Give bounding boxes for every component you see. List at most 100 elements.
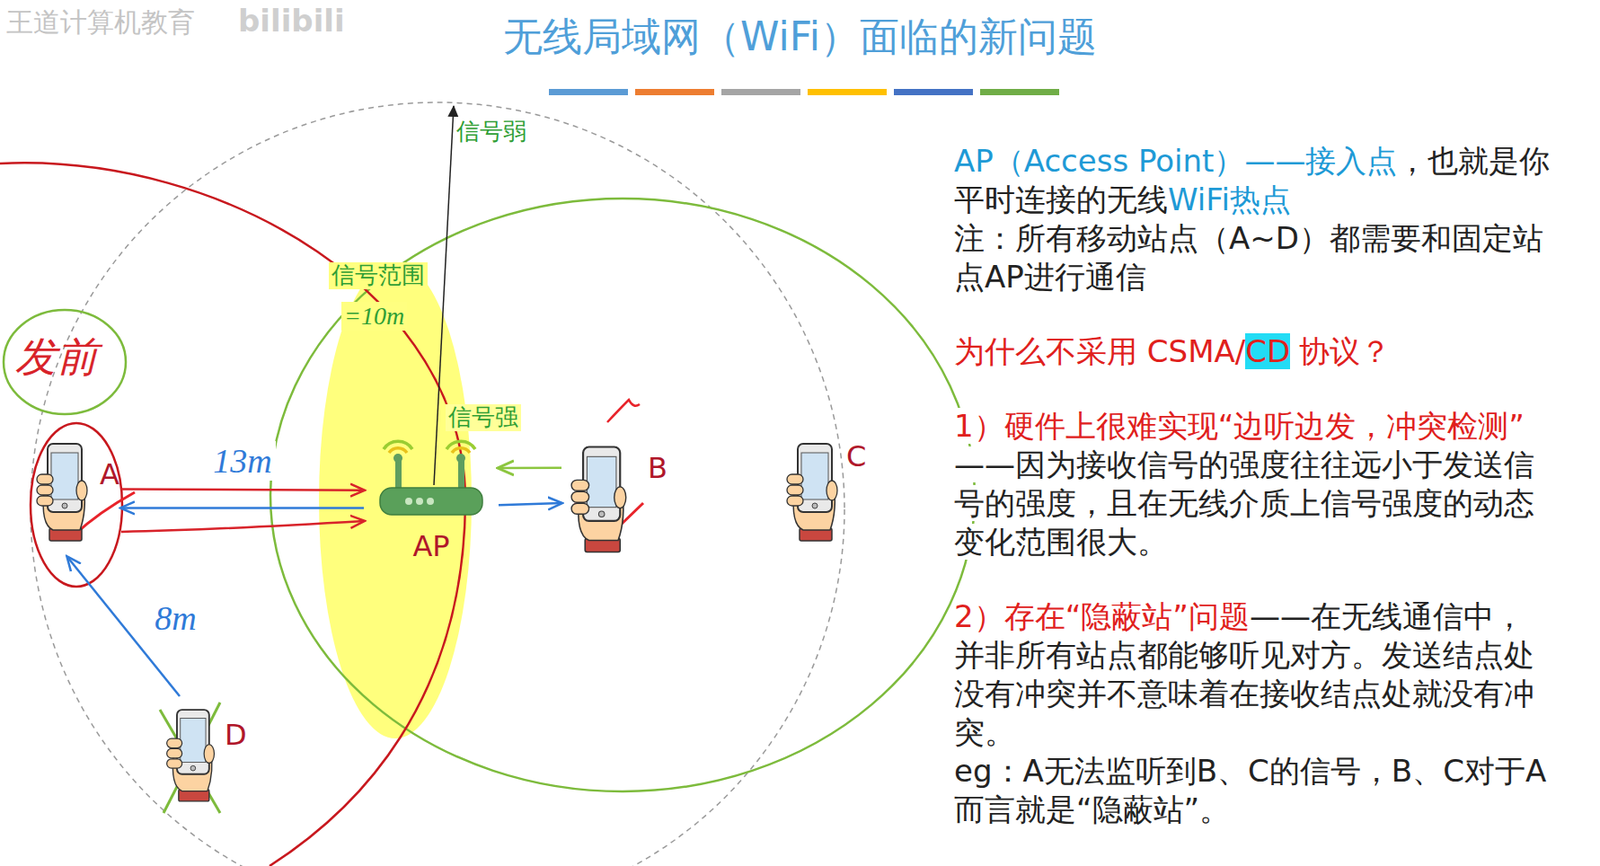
drawing-part	[812, 503, 818, 509]
drawing-part	[598, 511, 605, 518]
note-text: 协议？	[1299, 333, 1391, 370]
signal-connector	[121, 506, 364, 510]
drawing-part	[826, 480, 838, 501]
drawing-part	[405, 497, 413, 505]
note-text: AP（Access Point）——接入点	[954, 142, 1397, 179]
color-bar	[807, 88, 887, 96]
drawing-part	[167, 759, 183, 769]
drawing-part	[426, 497, 434, 505]
node-label: AP	[412, 530, 450, 564]
access-point-node: AP	[363, 438, 499, 587]
color-bar	[893, 88, 973, 96]
note-text: 为什么不采用 CSMA/	[954, 333, 1246, 370]
phone-drawing	[786, 443, 838, 541]
phone-node: A	[31, 431, 122, 557]
drawing-part	[446, 441, 476, 450]
note-text: 2）存在“隐蔽站”问题	[954, 598, 1250, 635]
drawing-part	[393, 453, 403, 463]
drawing-part	[51, 452, 79, 500]
hand-circle	[30, 423, 123, 587]
phone-node: C	[781, 431, 872, 557]
drawing-part	[36, 495, 54, 506]
drawing-part	[395, 458, 402, 491]
drawing-part	[571, 479, 590, 491]
hand-mark	[607, 399, 640, 423]
node-label: A	[99, 458, 120, 492]
phone-icon	[31, 438, 95, 547]
hand-drawn-range	[270, 198, 975, 792]
drawing-part	[786, 485, 804, 496]
hand-arrow	[121, 521, 364, 532]
drawing-part	[801, 452, 829, 500]
distance-label: 8m	[150, 598, 200, 638]
signal-connector	[121, 488, 364, 490]
paragraph: 1）硬件上很难实现“边听边发，冲突检测”——因为接收信号的强度往往远小于发送信号…	[954, 406, 1555, 562]
color-bar	[721, 88, 801, 96]
drawing-part	[61, 503, 68, 509]
drawing-part	[36, 485, 54, 496]
drawing-part	[167, 748, 183, 758]
note-text: 1）硬件上很难实现“边听边发，冲突检测”	[954, 407, 1525, 444]
paragraph: 注：所有移动站点（A~D）都需要和固定站点AP进行通信	[954, 219, 1555, 297]
phone-icon	[561, 441, 638, 558]
color-bar	[635, 88, 715, 96]
annotation-label: 发前	[12, 334, 101, 382]
signal-connector	[498, 503, 562, 505]
phone-drawing	[571, 447, 627, 553]
node-label: B	[647, 451, 668, 486]
drawing-part	[586, 456, 617, 507]
drawing-part	[190, 765, 196, 771]
drawing-part	[383, 441, 413, 450]
drawing-part	[167, 738, 183, 748]
note-text: 注：所有移动站点（A~D）都需要和固定站点AP进行通信	[954, 220, 1544, 295]
annotation-label: 信号范围	[328, 262, 428, 290]
drawing-part	[614, 486, 627, 509]
drawing-part	[786, 495, 804, 506]
drawing-part	[180, 718, 206, 763]
drawing-part	[203, 744, 214, 764]
drawing-part	[456, 453, 466, 463]
phone-node: B	[561, 433, 679, 560]
node-label: C	[846, 440, 867, 474]
drawing-part	[76, 480, 88, 501]
text-column: AP（Access Point）——接入点，也就是你平时连接的无线WiFi热点 …	[954, 141, 1555, 830]
note-text: CD	[1245, 333, 1291, 370]
annotation-label: bilibili	[235, 3, 348, 39]
paragraph: eg：A无法监听到B、C的信号，B、C对于A而言就是“隐蔽站”。	[954, 751, 1555, 830]
annotation-label: =10m	[341, 301, 407, 331]
drawing-part	[388, 448, 407, 453]
title-bars	[548, 88, 1060, 96]
phone-node: D	[161, 696, 252, 818]
node-label: D	[224, 718, 248, 752]
cross-mark	[163, 702, 221, 814]
note-text: WiFi热点	[1167, 181, 1291, 218]
drawing-part	[415, 497, 424, 505]
annotation-label: 信号弱	[453, 118, 530, 146]
drawing-part	[458, 458, 465, 491]
phone-icon	[781, 438, 845, 547]
phone-drawing	[167, 709, 215, 802]
drawing-part	[36, 474, 54, 485]
drawing-part	[786, 474, 804, 485]
router-drawing	[380, 441, 483, 515]
color-bar	[980, 88, 1060, 96]
phone-drawing	[36, 443, 88, 541]
drawing-part	[571, 503, 590, 514]
router-icon	[363, 438, 499, 529]
note-text: eg：A无法监听到B、C的信号，B、C对于A而言就是“隐蔽站”。	[954, 752, 1547, 828]
annotation-label: 王道计算机教育	[3, 7, 198, 39]
hand-circle	[3, 309, 126, 415]
phone-icon	[161, 701, 221, 810]
color-bar	[548, 88, 628, 96]
paragraph: AP（Access Point）——接入点，也就是你平时连接的无线WiFi热点	[954, 141, 1555, 220]
note-text: ——因为接收信号的强度往往远小于发送信号的强度，且在无线介质上信号强度的动态变化…	[954, 446, 1535, 560]
drawing-part	[451, 448, 470, 453]
paragraph: 为什么不采用 CSMA/CD协议？	[954, 332, 1555, 372]
annotation-label: 信号强	[445, 404, 522, 432]
signal-connector	[498, 467, 562, 470]
distance-label: 13m	[209, 441, 275, 481]
drawing-part	[380, 487, 483, 515]
paragraph: 2）存在“隐蔽站”问题——在无线通信中，并非所有站点都能够听见对方。发送结点处没…	[954, 597, 1555, 752]
drawing-part	[571, 491, 590, 503]
